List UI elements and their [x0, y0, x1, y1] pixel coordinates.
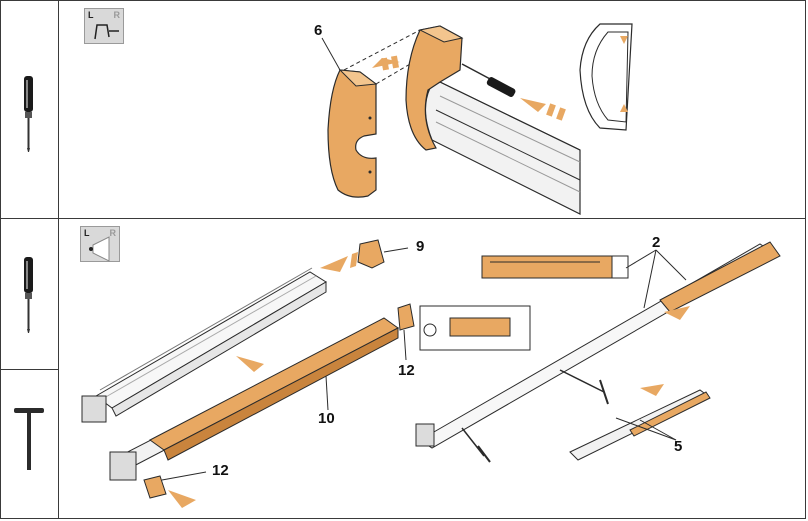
callout-leader	[383, 247, 409, 253]
callout-leader	[161, 471, 207, 481]
profile-assembly	[424, 81, 581, 215]
side-label-right: R	[113, 10, 121, 20]
side-badge-row1: L R	[84, 8, 124, 44]
callout-12-upper: 12	[398, 362, 415, 379]
direction-arrow	[520, 98, 566, 121]
cover-cap-9	[357, 239, 385, 269]
callout-leader	[615, 417, 677, 441]
tool-divider	[0, 369, 58, 370]
callout-leader	[625, 249, 657, 269]
column-divider	[58, 0, 59, 519]
direction-arrow	[372, 55, 400, 71]
callout-leader	[325, 375, 329, 411]
screwdriver-icon	[24, 257, 33, 333]
end-cap-detail	[579, 23, 633, 131]
guide-line	[343, 29, 421, 71]
screwdriver-in-use	[461, 63, 516, 97]
tool-cell-row2-top	[0, 219, 58, 369]
side-badge-row2: L R	[80, 226, 120, 262]
tool-cell-row1	[0, 0, 58, 218]
t-handle-key-icon	[14, 408, 44, 470]
callout-leader	[321, 37, 341, 71]
side-label-left: L	[84, 228, 90, 238]
direction-arrow	[664, 306, 690, 320]
callout-leader	[403, 329, 407, 361]
rail-profile-lower	[109, 317, 400, 481]
callout-12-lower: 12	[212, 462, 229, 479]
screwdriver-icon	[24, 76, 33, 152]
callout-leader	[643, 249, 657, 309]
callout-leader	[655, 249, 687, 281]
callout-2: 2	[652, 234, 661, 251]
side-label-right: R	[109, 228, 117, 238]
callout-10: 10	[318, 410, 335, 427]
rail-profile-right	[415, 241, 781, 449]
callout-leader	[639, 419, 677, 441]
rail-profile-upper	[81, 267, 327, 423]
detail-inset-bracket	[419, 305, 531, 351]
callout-5: 5	[674, 438, 683, 455]
slide-part	[569, 384, 711, 461]
t-handle-in-use	[461, 369, 609, 463]
end-cap-mounted	[405, 25, 464, 151]
callout-9: 9	[416, 238, 425, 255]
end-piece-12-lower	[143, 475, 167, 499]
detail-inset-rail	[481, 255, 629, 279]
tool-cell-row2-bottom	[0, 370, 58, 519]
bracket-icon	[89, 236, 110, 262]
side-label-left: L	[88, 10, 94, 20]
bracket-icon	[94, 24, 119, 40]
direction-arrow	[168, 490, 196, 508]
callout-6: 6	[314, 22, 323, 39]
direction-arrow	[320, 252, 358, 272]
row-divider	[0, 218, 806, 219]
end-piece-12-upper	[397, 303, 415, 331]
direction-arrow	[236, 356, 264, 372]
